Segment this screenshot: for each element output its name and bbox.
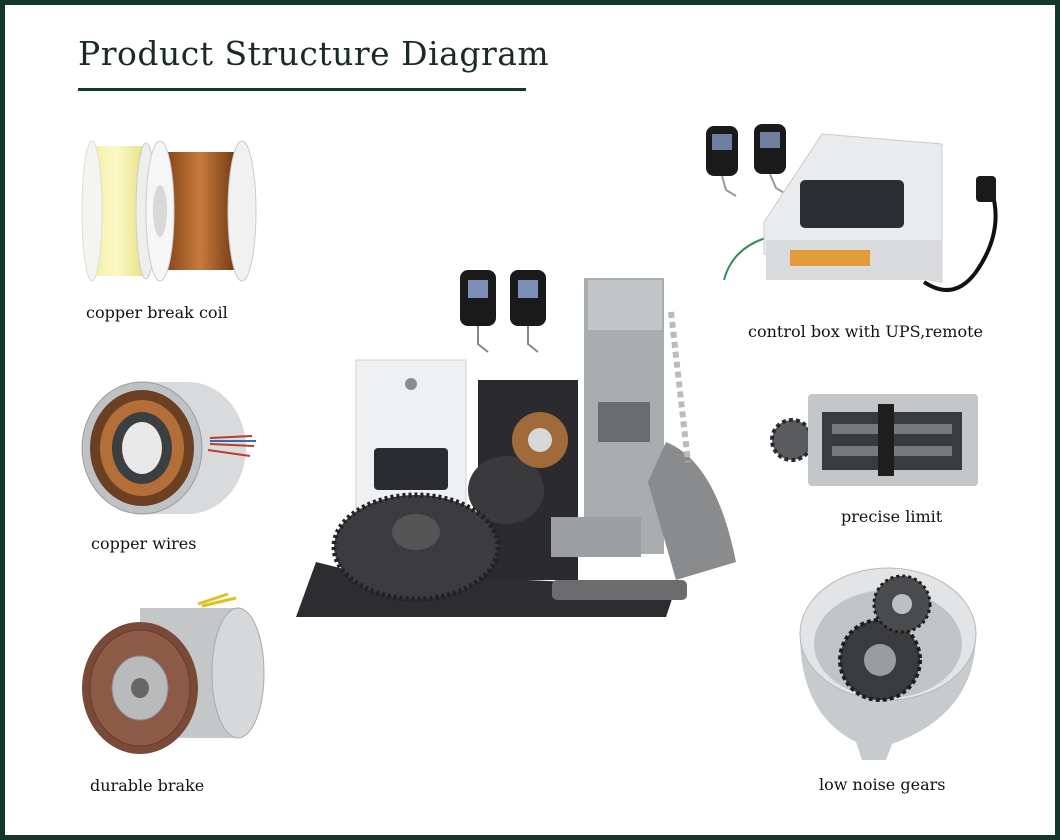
low-noise-gears-image xyxy=(799,567,977,760)
remote-icon xyxy=(460,270,546,353)
page-title: Product Structure Diagram xyxy=(78,34,550,73)
sprocket-icon xyxy=(770,418,814,462)
caption-copper-wires: copper wires xyxy=(91,534,197,553)
title-underline xyxy=(78,88,526,91)
caption-precise-limit: precise limit xyxy=(841,507,943,526)
durable-brake-image xyxy=(82,592,265,754)
remote-icon xyxy=(706,124,787,197)
control-box-image xyxy=(706,124,998,292)
caption-copper-coil: copper break coil xyxy=(86,303,228,322)
motor-assembly-image xyxy=(296,270,736,617)
copper-wires-image xyxy=(81,381,256,515)
precise-limit-image xyxy=(770,394,978,486)
sprocket-icon xyxy=(331,492,501,602)
caption-durable-brake: durable brake xyxy=(90,776,205,795)
copper-coil-image xyxy=(81,140,257,282)
power-plug-icon xyxy=(922,176,998,292)
chain-icon xyxy=(668,311,691,463)
caption-low-noise-gears: low noise gears xyxy=(819,775,946,794)
caption-control-box: control box with UPS,remote xyxy=(748,322,983,341)
